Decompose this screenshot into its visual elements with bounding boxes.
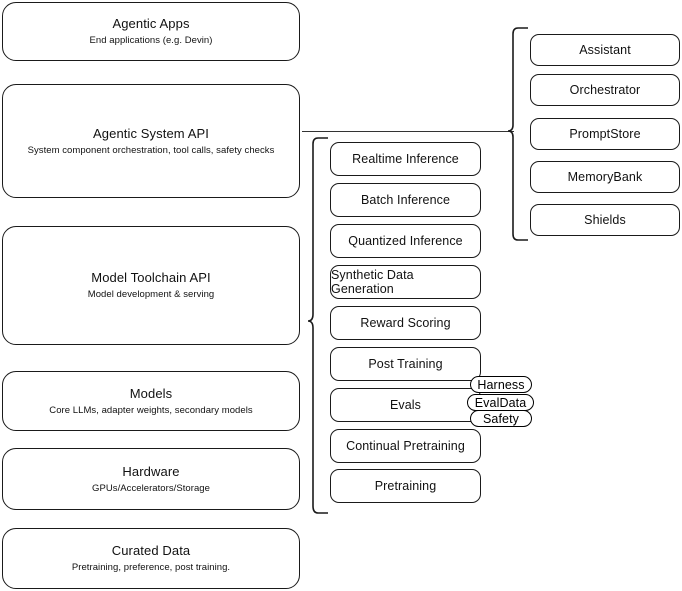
toolchain-component-synthetic-data-generation[interactable]: Synthetic Data Generation xyxy=(330,265,481,299)
toolchain-component-continual-pretraining[interactable]: Continual Pretraining xyxy=(330,429,481,463)
stack-layer-subtitle: GPUs/Accelerators/Storage xyxy=(92,482,210,494)
agentic-component-orchestrator[interactable]: Orchestrator xyxy=(530,74,680,106)
stack-layer-title: Model Toolchain API xyxy=(91,270,211,285)
component-label: Orchestrator xyxy=(569,83,641,97)
component-label: Realtime Inference xyxy=(352,152,459,166)
component-label: Synthetic Data Generation xyxy=(331,268,414,296)
stack-layer-title: Models xyxy=(129,385,173,401)
stack-layer-agentic-apps[interactable]: Agentic Apps End applications (e.g. Devi… xyxy=(2,2,300,61)
brace-toolchain-components xyxy=(306,136,330,516)
component-label: Quantized Inference xyxy=(348,234,463,248)
stack-layer-title: Curated Data xyxy=(111,543,191,558)
component-label: Reward Scoring xyxy=(360,316,451,330)
component-label: Evals xyxy=(389,398,422,412)
agentic-component-shields[interactable]: Shields xyxy=(530,204,680,236)
toolchain-component-evals[interactable]: Evals xyxy=(330,388,481,422)
stack-layer-title: Agentic System API xyxy=(93,125,209,141)
brace-agentic-components xyxy=(506,26,530,242)
agentic-component-assistant[interactable]: Assistant xyxy=(530,34,680,66)
toolchain-component-realtime-inference[interactable]: Realtime Inference xyxy=(330,142,481,176)
stack-layer-subtitle: Model development & serving xyxy=(87,289,215,300)
component-label: Post Training xyxy=(368,357,443,371)
toolchain-component-pretraining[interactable]: Pretraining xyxy=(330,469,481,503)
stack-layer-model-toolchain-api[interactable]: Model Toolchain API Model development & … xyxy=(2,226,300,345)
stack-layer-subtitle: Core LLMs, adapter weights, secondary mo… xyxy=(49,404,253,416)
stack-layer-hardware[interactable]: Hardware GPUs/Accelerators/Storage xyxy=(2,448,300,510)
eval-tag-label: Safety xyxy=(482,411,520,426)
toolchain-component-batch-inference[interactable]: Batch Inference xyxy=(330,183,481,217)
stack-layer-subtitle: Pretraining, preference, post training. xyxy=(71,562,231,573)
component-label: Batch Inference xyxy=(360,193,451,207)
toolchain-component-post-training[interactable]: Post Training xyxy=(330,347,481,381)
stack-layer-agentic-system-api[interactable]: Agentic System API System component orch… xyxy=(2,84,300,198)
eval-tag-harness[interactable]: Harness xyxy=(470,376,532,393)
component-label: Shields xyxy=(584,213,626,227)
toolchain-component-quantized-inference[interactable]: Quantized Inference xyxy=(330,224,481,258)
stack-layer-subtitle: System component orchestration, tool cal… xyxy=(27,144,275,156)
stack-layer-curated-data[interactable]: Curated Data Pretraining, preference, po… xyxy=(2,528,300,589)
eval-tag-evaldata[interactable]: EvalData xyxy=(467,394,534,411)
agentic-component-promptstore[interactable]: PromptStore xyxy=(530,118,680,150)
stack-layer-models[interactable]: Models Core LLMs, adapter weights, secon… xyxy=(2,371,300,431)
component-label: PromptStore xyxy=(569,127,641,141)
stack-layer-title: Hardware xyxy=(122,463,180,479)
stack-layer-title: Agentic Apps xyxy=(112,16,190,31)
eval-tag-label: Harness xyxy=(477,377,525,392)
stack-layer-subtitle: End applications (e.g. Devin) xyxy=(89,35,213,46)
component-label: Assistant xyxy=(579,43,631,57)
toolchain-component-reward-scoring[interactable]: Reward Scoring xyxy=(330,306,481,340)
agentic-component-memorybank[interactable]: MemoryBank xyxy=(530,161,680,193)
eval-tag-safety[interactable]: Safety xyxy=(470,410,532,427)
component-label: MemoryBank xyxy=(567,170,643,184)
eval-tag-label: EvalData xyxy=(474,395,527,410)
connector-agentic-system-to-components xyxy=(302,131,514,133)
component-label: Pretraining xyxy=(374,479,437,493)
component-label: Continual Pretraining xyxy=(346,439,465,453)
